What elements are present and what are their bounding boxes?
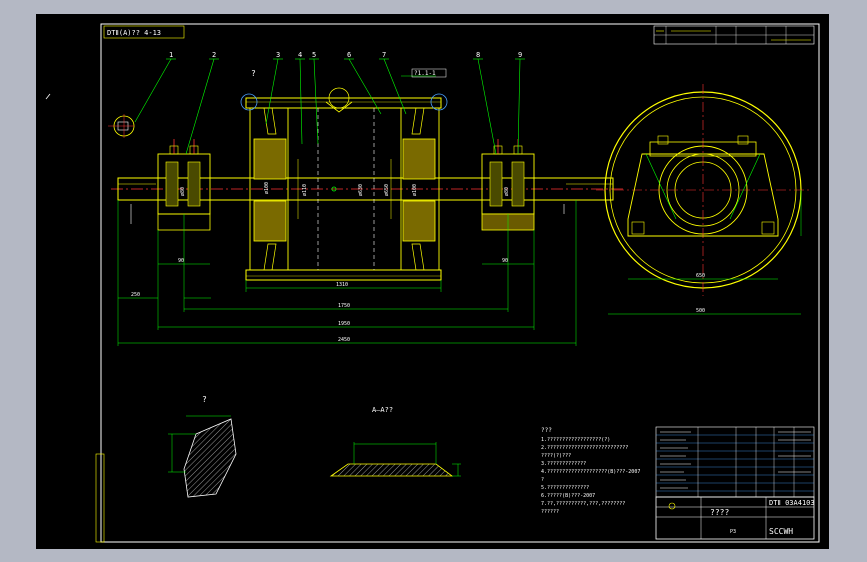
note-line-3: ????(?)??? [541, 453, 571, 459]
notes-header: ??? [541, 427, 552, 434]
left-hub [249, 107, 289, 271]
section-a-a: A—A?? [329, 406, 461, 477]
note-line-10: ?????? [541, 509, 559, 515]
dim-90-right: 90 [502, 258, 508, 264]
company-name: SCCWH [769, 527, 793, 536]
pulley-side-view: 650 500 [596, 84, 811, 315]
note-line-4: 3.????????????? [541, 461, 586, 467]
balloon-7: 7 [382, 51, 386, 59]
note-line-9: 7.??,??????????,???,???????? [541, 501, 625, 507]
detail-view: ? [168, 395, 237, 498]
svg-text:ø80: ø80 [504, 187, 510, 196]
note-line-7: 5.?????????????? [541, 485, 589, 491]
dimension-lines [117, 200, 577, 346]
dim-1310: 1310 [336, 282, 348, 288]
balloon-2: 2 [212, 51, 216, 59]
side-strip [95, 453, 105, 543]
side-dim-500: 500 [696, 308, 705, 314]
flag-label: ?1.1-1 [414, 70, 436, 77]
cad-drawing-viewport[interactable]: DTⅡ(A)?? 4-13 [36, 14, 829, 549]
cad-drawing-svg: DTⅡ(A)?? 4-13 [45, 23, 820, 543]
balloon-1: 1 [169, 51, 173, 59]
side-dim-650: 650 [696, 273, 705, 279]
section-title: A—A?? [372, 406, 393, 414]
corner-label: DTⅡ(A)?? 4-13 [107, 29, 161, 37]
technical-notes: ??? 1.??????????????????(?) 2.??????????… [541, 427, 640, 515]
detail-title: ? [202, 395, 207, 404]
balloon-8: 8 [476, 51, 480, 59]
note-callout: ? [251, 69, 256, 78]
dim-90-left: 90 [178, 258, 184, 264]
svg-text:ø630: ø630 [358, 184, 364, 196]
top-right-strip [653, 25, 815, 45]
company-logo-icon [668, 502, 676, 510]
note-line-2: 2.??????????????????????????? [541, 445, 628, 451]
drum-shell-top [245, 97, 442, 109]
corner-label-box [103, 25, 185, 39]
balloon-6: 6 [347, 51, 351, 59]
note-line-6: ? [541, 477, 544, 483]
left-bearing-housing [157, 139, 211, 231]
balloon-3: 3 [276, 51, 280, 59]
title-block: ???? DTⅡ 03A4103 SCCWH P3 [655, 496, 815, 540]
svg-text:ø100: ø100 [264, 182, 270, 194]
parts-list [655, 426, 815, 498]
sheet-label: P3 [730, 529, 736, 535]
balloon-5: 5 [312, 51, 316, 59]
svg-text:ø80: ø80 [180, 187, 186, 196]
drum-shell-bottom [245, 269, 442, 281]
svg-text:ø650: ø650 [384, 184, 390, 196]
part-balloon-leaders [134, 58, 525, 155]
pulley-section-view: ø100 ø110 ø630 ø650 ø100 ø80 ø80 [108, 87, 626, 281]
right-hub [400, 107, 440, 271]
balloon-9: 9 [518, 51, 522, 59]
dim-250: 250 [131, 292, 140, 298]
balloon-4: 4 [298, 51, 302, 59]
dim-1950: 1950 [338, 321, 350, 327]
dim-1750: 1750 [338, 303, 350, 309]
note-line-5: 4.????????????????????(B)???-2007 [541, 469, 640, 475]
drawing-border [100, 23, 820, 543]
note-line-1: 1.??????????????????(?) [541, 437, 610, 443]
dim-2450: 2450 [338, 337, 350, 343]
dimension-texts: 90 90 1310 1750 1950 2450 250 [131, 258, 508, 343]
drawing-title: ???? [710, 508, 729, 517]
svg-text:ø100: ø100 [412, 184, 418, 196]
note-line-8: 6.?????(B)???-2007 [541, 493, 595, 499]
drawing-number: DTⅡ 03A4103 [769, 499, 815, 507]
part-balloons: 1 2 3 4 5 6 7 8 9 ?1.1-1 ? [169, 51, 522, 78]
svg-text:ø110: ø110 [302, 184, 308, 196]
